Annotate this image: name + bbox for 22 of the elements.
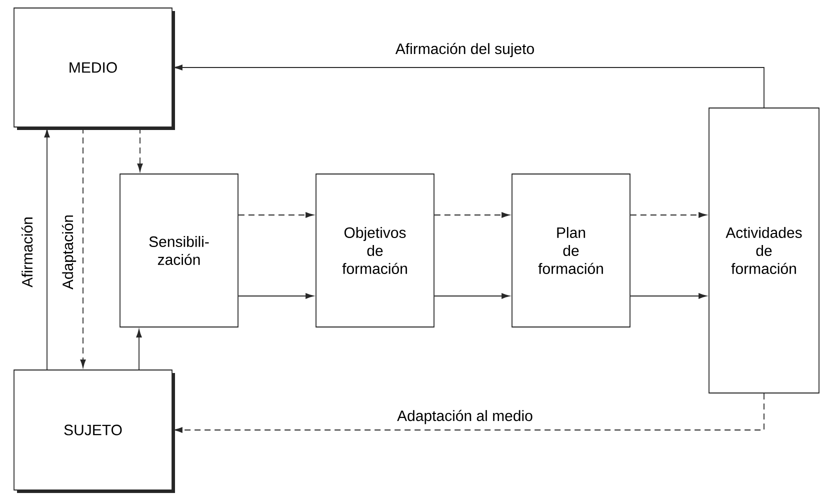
- process-box: Plan de formación: [512, 174, 630, 328]
- edge-label: Adaptación al medio: [396, 408, 534, 426]
- process-box: Actividades de formación: [708, 108, 820, 394]
- arrow: [434, 212, 510, 218]
- arrow: [630, 293, 707, 299]
- arrow: [434, 293, 510, 299]
- arrow: [80, 127, 86, 368]
- edge-label: Afirmación: [20, 216, 34, 288]
- arrow: [174, 393, 764, 433]
- arrow: [174, 64, 764, 108]
- box: MEDIO: [14, 8, 175, 130]
- edge-label: Afirmación del sujeto: [394, 42, 536, 58]
- arrow: [630, 212, 707, 218]
- process-box: Objetivos de formación: [316, 174, 434, 328]
- edge-label: Adaptación: [60, 213, 78, 291]
- box: SUJETO: [14, 370, 175, 493]
- arrow: [238, 293, 314, 299]
- arrow: [137, 127, 143, 172]
- process-box: Sensibili- zación: [120, 174, 238, 328]
- arrow: [136, 329, 142, 370]
- arrow: [44, 129, 50, 370]
- arrow: [238, 212, 314, 218]
